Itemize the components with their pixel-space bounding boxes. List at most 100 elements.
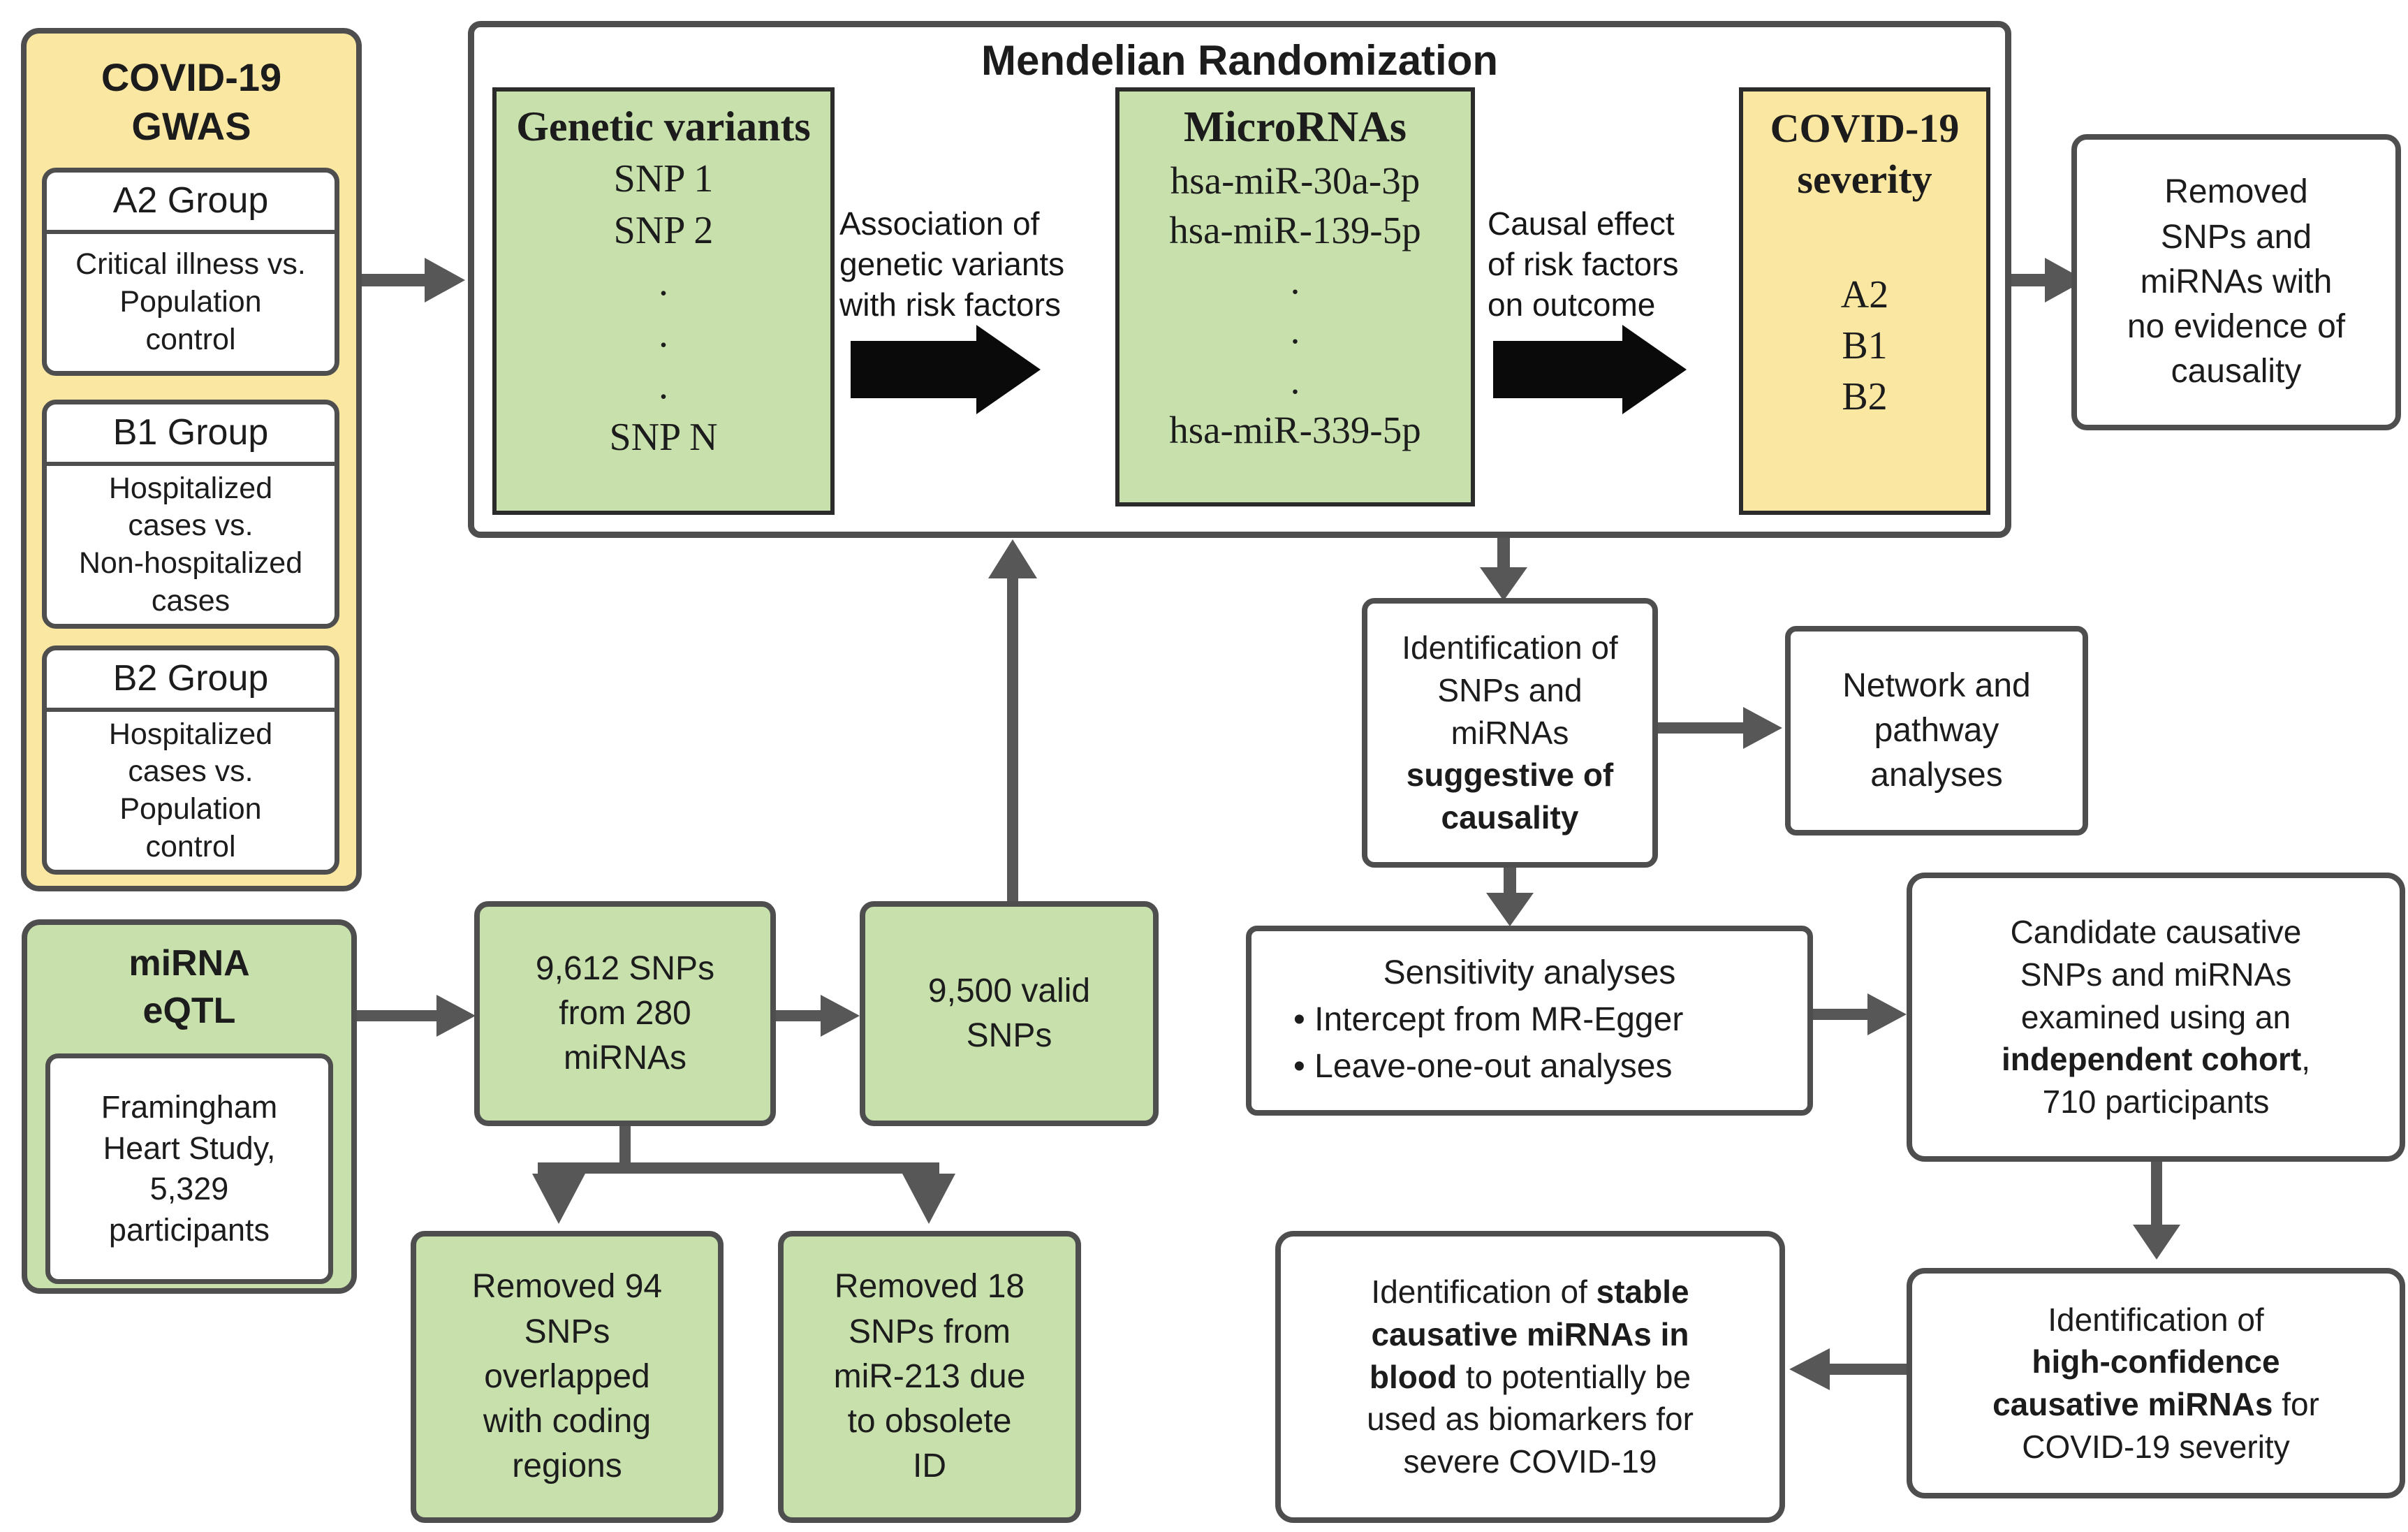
- text-line: miRNAs: [564, 1039, 687, 1077]
- text-line: SNPs from: [848, 1313, 1011, 1350]
- text-line: SNPs: [524, 1313, 610, 1350]
- text-line: causality: [1441, 799, 1579, 836]
- text-line: Association of: [839, 205, 1040, 242]
- text-line: SNP 1: [613, 157, 714, 200]
- arrow-suggestive-to-network-shaft: [1658, 722, 1745, 734]
- text-line: severe COVID-19: [1403, 1443, 1657, 1480]
- text-line: .: [1290, 309, 1300, 351]
- arrow-mr-to-removed-shaft: [2011, 274, 2046, 286]
- text-line: B2: [1842, 374, 1888, 418]
- text-line: B1: [1842, 323, 1888, 367]
- text-line: Candidate causative: [2010, 914, 2302, 951]
- text-line: Identification of: [1402, 629, 1618, 666]
- branch-left-head: [532, 1174, 585, 1224]
- stable-biomarkers-text: Identification of stable causative miRNAs…: [1367, 1271, 1694, 1483]
- text-line: MicroRNAs: [1183, 103, 1407, 151]
- text-line: GWAS: [131, 104, 251, 148]
- text-line: Sensitivity analyses: [1383, 954, 1676, 992]
- text-line: A2: [1840, 273, 1889, 316]
- arrow-suggestive-to-network-head: [1743, 707, 1782, 749]
- text-line: blood to potentially be: [1369, 1358, 1691, 1395]
- text-line: miRNAs with: [2140, 263, 2333, 300]
- text-line: Identification of: [2048, 1301, 2264, 1338]
- arrow-suggestive-to-sensitivity-shaft: [1504, 868, 1516, 896]
- text-line: Removed 94: [471, 1268, 663, 1306]
- text-line: hsa-miR-339-5p: [1169, 409, 1421, 451]
- text-line: SNPs and miRNAs: [2020, 956, 2292, 993]
- black-arrow-association-head: [976, 325, 1041, 414]
- text-line: Population: [119, 285, 262, 319]
- text-line: with risk factors: [839, 286, 1061, 323]
- text-line: genetic variants: [839, 245, 1065, 282]
- arrow-9500-to-mr-shaft: [1007, 577, 1018, 901]
- text-line: hsa-miR-139-5p: [1169, 209, 1421, 251]
- genetic-variants-title: Genetic variants: [516, 101, 811, 154]
- text-line: Critical illness vs.: [75, 247, 306, 282]
- text-line: causative miRNAs in: [1371, 1315, 1689, 1352]
- text-line: Hospitalized: [108, 471, 273, 505]
- text-line: Removed: [2164, 173, 2308, 211]
- arrow-9612-to-9500-head: [821, 995, 860, 1037]
- text-line: Hospitalized: [108, 717, 273, 751]
- text-line: SNPs and: [1437, 671, 1583, 708]
- text-line: .: [1290, 358, 1300, 402]
- text-line: on outcome: [1488, 286, 1656, 323]
- sensitivity-analyses-title: Sensitivity analyses: [1383, 951, 1676, 996]
- text-line: SNPs: [966, 1017, 1052, 1054]
- text-line: with coding: [483, 1403, 652, 1440]
- arrow-highconf-to-stable-shaft: [1828, 1364, 1907, 1375]
- arrow-mr-to-suggestive-head: [1480, 567, 1527, 601]
- black-arrow-causal-head: [1622, 325, 1687, 414]
- arrow-9612-to-9500-shaft: [776, 1010, 822, 1021]
- text-line: Heart Study,: [103, 1130, 276, 1166]
- arrow-gwas-to-mr-shaft: [362, 274, 426, 286]
- text-line: SNP 2: [613, 208, 714, 252]
- black-arrow-association-shaft: [851, 341, 976, 398]
- arrow-eqtl-to-9612-head: [436, 995, 476, 1037]
- text-line: control: [145, 322, 236, 356]
- text-line: analyses: [1870, 757, 2003, 794]
- text-line: of risk factors: [1488, 245, 1679, 282]
- text-line: COVID-19: [1770, 105, 1960, 151]
- text-line: cases vs.: [128, 509, 254, 543]
- text-line: examined using an: [2020, 998, 2291, 1035]
- mendelian-randomization-title: Mendelian Randomization: [981, 37, 1499, 84]
- micrornas-title: MicroRNAs: [1184, 101, 1407, 156]
- text-line: • Intercept from MR-Egger: [1293, 1001, 1684, 1039]
- text-line: no evidence of: [2127, 308, 2346, 346]
- black-arrow-causal-shaft: [1493, 341, 1622, 398]
- arrow-highconf-to-stable-head: [1789, 1348, 1830, 1390]
- branch-right-head: [902, 1174, 955, 1224]
- text-line: SNP N: [609, 415, 718, 459]
- text-line: severity: [1797, 156, 1932, 202]
- text-line: Causal effect: [1488, 205, 1675, 242]
- arrow-sensitivity-to-candidate-shaft: [1813, 1009, 1869, 1020]
- text-line: 5,329: [149, 1171, 229, 1206]
- text-line: Identification of stable: [1371, 1274, 1689, 1311]
- arrow-suggestive-to-sensitivity-head: [1486, 893, 1534, 926]
- text-line: Non-hospitalized: [78, 546, 303, 580]
- text-line: .: [659, 260, 668, 304]
- text-line: miR-213 due: [833, 1357, 1026, 1395]
- stable-biomarkers-box: Identification of stable causative miRNAs…: [1275, 1231, 1785, 1523]
- arrow-mr-to-suggestive-shaft: [1497, 538, 1510, 570]
